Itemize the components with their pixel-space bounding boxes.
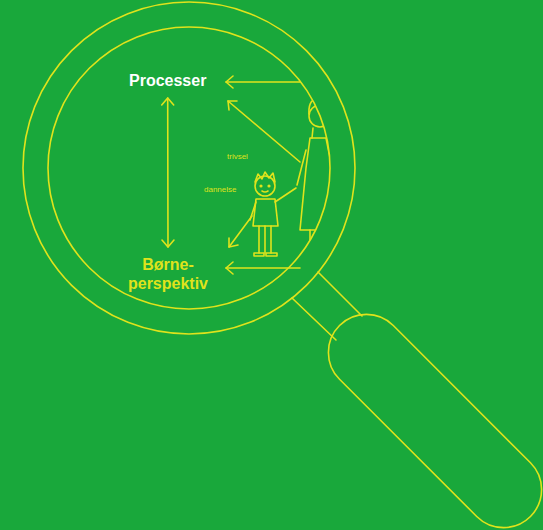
annotation-label: dannelse: [204, 185, 236, 195]
concept-title: Processer: [129, 71, 206, 90]
connector-arrow: [162, 98, 174, 247]
concept-title: Børne- perspektiv: [118, 255, 218, 293]
annotation-label: trivsel: [227, 152, 248, 162]
concept-node: Børne- perspektiv: [118, 255, 218, 293]
concept-node: Processer: [129, 71, 206, 90]
